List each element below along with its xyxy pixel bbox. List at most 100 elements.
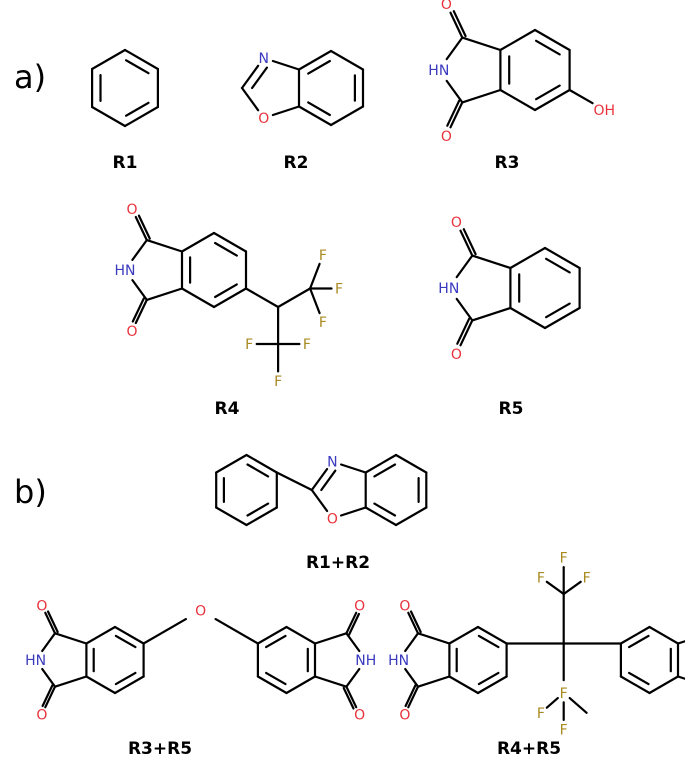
bond bbox=[215, 453, 248, 474]
bond-inner bbox=[251, 66, 268, 90]
bond-inner bbox=[124, 101, 150, 117]
bond bbox=[416, 675, 451, 688]
atom-label: O bbox=[451, 347, 462, 363]
r3-caption: R3 bbox=[495, 153, 520, 173]
bond bbox=[459, 229, 474, 257]
bond-inner bbox=[477, 671, 500, 686]
atom-label: F bbox=[303, 337, 311, 353]
atom-label: HN bbox=[115, 263, 136, 279]
bond-inner bbox=[265, 671, 287, 686]
r1-r2-atoms: NO bbox=[327, 455, 338, 528]
bond-inner bbox=[214, 283, 238, 299]
bond-double bbox=[41, 684, 54, 708]
bond bbox=[215, 506, 248, 527]
r4-r5-caption: R4+R5 bbox=[497, 739, 561, 759]
atom-label: O bbox=[354, 599, 365, 615]
bond bbox=[285, 675, 317, 695]
atom-label: F bbox=[319, 315, 327, 331]
atom-label: O bbox=[327, 511, 338, 527]
bond bbox=[533, 88, 571, 112]
r4-bonds bbox=[131, 214, 333, 373]
bond bbox=[212, 287, 248, 309]
atom-label: O bbox=[441, 0, 452, 13]
bond bbox=[619, 675, 651, 695]
bond bbox=[449, 11, 464, 39]
bond bbox=[53, 632, 88, 645]
r5-bonds bbox=[455, 228, 581, 347]
bond bbox=[134, 215, 148, 242]
bond bbox=[245, 453, 278, 474]
atom-label: N bbox=[327, 455, 337, 471]
bond bbox=[461, 88, 502, 104]
bond-inner bbox=[320, 469, 337, 492]
bond bbox=[461, 36, 502, 52]
atom-label: F bbox=[560, 551, 568, 567]
bond bbox=[459, 319, 474, 347]
bond bbox=[145, 287, 184, 301]
atom-label: O bbox=[36, 708, 47, 724]
bond bbox=[449, 101, 464, 129]
bond-inner bbox=[265, 634, 287, 649]
bond bbox=[509, 246, 547, 270]
bond-double bbox=[452, 10, 467, 38]
bond bbox=[543, 246, 581, 270]
bond-inner bbox=[544, 302, 571, 319]
bond-double bbox=[46, 610, 59, 634]
bond-inner bbox=[246, 502, 270, 517]
bond bbox=[394, 453, 428, 474]
bond bbox=[214, 617, 259, 645]
bond bbox=[455, 254, 474, 279]
bond-inner bbox=[114, 671, 137, 686]
atom-label: O bbox=[258, 111, 269, 127]
bond bbox=[404, 667, 420, 688]
atom-label: O bbox=[399, 599, 410, 615]
bond bbox=[619, 625, 651, 645]
r4-caption: R4 bbox=[215, 399, 240, 419]
atom-label: F bbox=[537, 571, 545, 587]
bond bbox=[407, 685, 420, 709]
bond bbox=[562, 580, 582, 596]
bond bbox=[142, 617, 187, 645]
r5-caption: R5 bbox=[499, 399, 524, 419]
bond bbox=[240, 64, 260, 90]
atom-label: HN bbox=[438, 281, 459, 297]
bond-inner bbox=[627, 634, 650, 649]
bond bbox=[44, 685, 57, 709]
atom-label: HN bbox=[25, 653, 46, 669]
bond-inner bbox=[307, 101, 331, 117]
bond-inner bbox=[373, 502, 397, 517]
bond bbox=[407, 611, 420, 635]
bond bbox=[277, 287, 312, 309]
bond bbox=[85, 625, 117, 645]
bond bbox=[340, 506, 367, 517]
bond bbox=[131, 239, 148, 261]
bond bbox=[271, 59, 301, 71]
bond-double bbox=[404, 684, 417, 708]
bond bbox=[271, 105, 301, 117]
bond bbox=[364, 506, 398, 527]
bond bbox=[245, 506, 278, 527]
bond bbox=[297, 49, 333, 71]
bond-double bbox=[446, 99, 461, 127]
bond bbox=[545, 580, 565, 596]
bond-double bbox=[462, 228, 477, 256]
r2-atoms: NO bbox=[258, 51, 269, 127]
bond bbox=[285, 625, 317, 645]
bond bbox=[445, 36, 464, 61]
bond bbox=[275, 471, 313, 492]
bond bbox=[448, 625, 480, 645]
atom-label: N bbox=[259, 51, 269, 67]
bond bbox=[568, 88, 594, 105]
bond-double bbox=[131, 297, 145, 323]
atom-label: O bbox=[36, 599, 47, 615]
bond-double bbox=[409, 610, 422, 634]
bond bbox=[445, 79, 464, 104]
bond bbox=[310, 488, 329, 513]
bond bbox=[471, 306, 512, 322]
bond-inner bbox=[534, 39, 561, 56]
bond bbox=[113, 675, 145, 695]
atom-label: HN bbox=[428, 63, 449, 79]
